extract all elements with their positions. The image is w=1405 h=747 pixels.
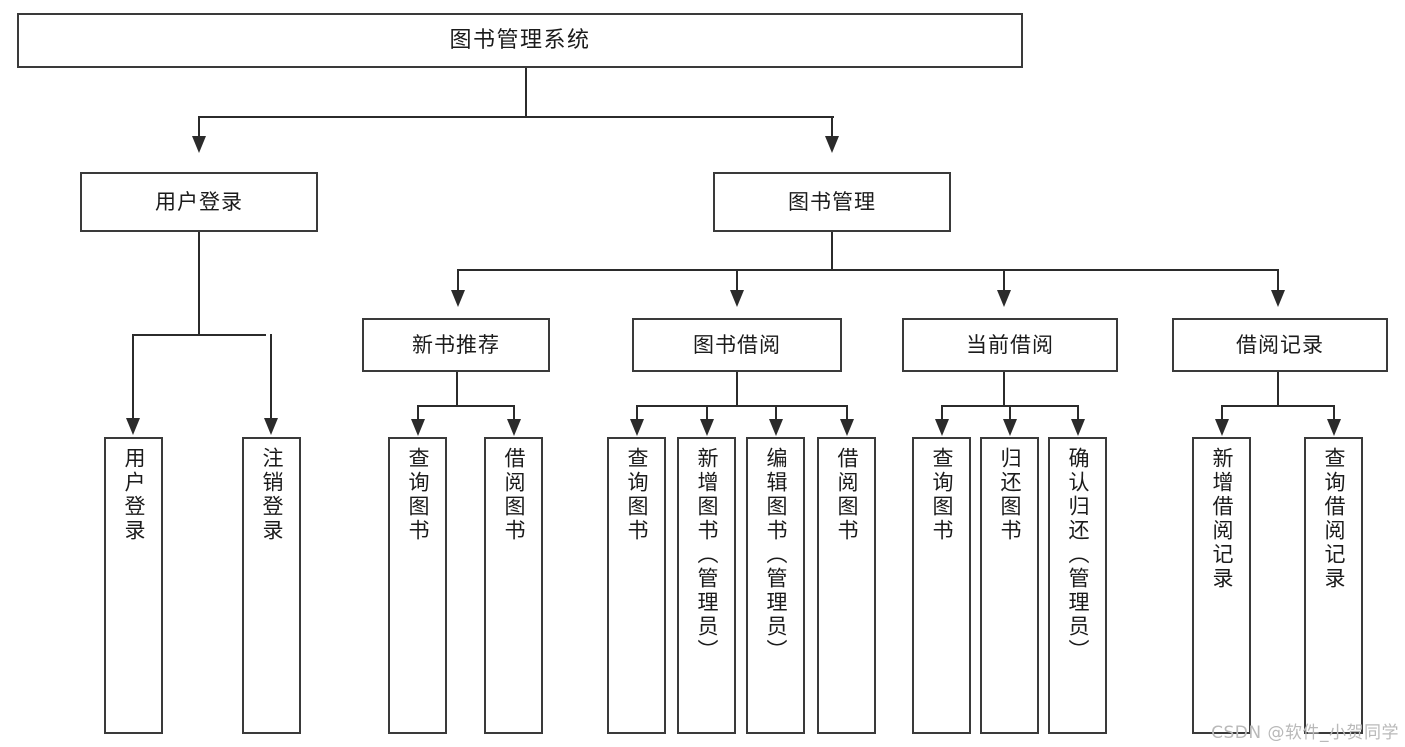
node-label: 借阅图书	[835, 447, 859, 543]
connector-borrow-record-bar	[1221, 405, 1335, 407]
arrow-down-icon	[411, 419, 425, 436]
node-label: 查询图书	[930, 447, 954, 543]
node-label: 图书管理系统	[449, 27, 591, 53]
node-label: 用户登录	[122, 447, 146, 543]
arrow-down-icon	[1071, 419, 1085, 436]
connector-book-borrow-stem	[736, 372, 738, 407]
arrow-down-icon	[507, 419, 521, 436]
connector-book-borrow-drop-3	[775, 405, 777, 421]
arrow-down-icon	[840, 419, 854, 436]
arrow-down-icon	[1271, 290, 1285, 307]
connector-current-borrow-drop-3	[1077, 405, 1079, 421]
node-label: 当前借阅	[966, 332, 1054, 357]
arrow-down-icon	[730, 290, 744, 307]
leaf-borrow-book-new[interactable]: 借阅图书	[484, 437, 543, 734]
leaf-confirm-return-admin[interactable]: 确认归还（管理员）	[1048, 437, 1107, 734]
arrow-down-icon	[264, 418, 278, 435]
connector-current-borrow-drop-2	[1009, 405, 1011, 421]
arrow-down-icon	[935, 419, 949, 436]
arrow-down-icon	[825, 136, 839, 153]
connector-book-borrow-drop-1	[636, 405, 638, 421]
node-label: 借阅记录	[1236, 332, 1324, 357]
node-label: 借阅图书	[502, 447, 526, 543]
node-current-borrow[interactable]: 当前借阅	[902, 318, 1118, 372]
arrow-down-icon	[126, 418, 140, 435]
connector-root-drop-1	[198, 116, 200, 139]
node-book-management[interactable]: 图书管理	[713, 172, 951, 232]
leaf-return-book[interactable]: 归还图书	[980, 437, 1039, 734]
connector-root-drop-2	[831, 116, 833, 139]
node-label: 注销登录	[260, 447, 284, 543]
arrow-down-icon	[1327, 419, 1341, 436]
connector-book-mgmt-drop-3	[1003, 269, 1005, 292]
connector-root-bar	[198, 116, 834, 118]
connector-book-mgmt-drop-2	[736, 269, 738, 292]
connector-new-book-stem	[456, 372, 458, 407]
arrow-down-icon	[1003, 419, 1017, 436]
leaf-user-login[interactable]: 用户登录	[104, 437, 163, 734]
node-label: 新增图书（管理员）	[695, 447, 719, 663]
node-label: 查询图书	[625, 447, 649, 543]
node-label: 图书借阅	[693, 332, 781, 357]
connector-borrow-record-drop-2	[1333, 405, 1335, 421]
arrow-down-icon	[700, 419, 714, 436]
leaf-query-borrow-record[interactable]: 查询借阅记录	[1304, 437, 1363, 734]
leaf-borrow-book[interactable]: 借阅图书	[817, 437, 876, 734]
leaf-add-borrow-record[interactable]: 新增借阅记录	[1192, 437, 1251, 734]
node-book-borrow[interactable]: 图书借阅	[632, 318, 842, 372]
connector-book-mgmt-drop-1	[457, 269, 459, 292]
connector-book-mgmt-stem	[831, 232, 833, 271]
connector-current-borrow-stem	[1003, 372, 1005, 407]
connector-user-login-bar	[132, 334, 266, 336]
connector-book-mgmt-drop-4	[1277, 269, 1279, 292]
node-borrow-record[interactable]: 借阅记录	[1172, 318, 1388, 372]
node-label: 归还图书	[998, 447, 1022, 543]
connector-book-borrow-bar	[636, 405, 848, 407]
leaf-logout[interactable]: 注销登录	[242, 437, 301, 734]
connector-user-login-stem	[198, 232, 200, 335]
node-root-system[interactable]: 图书管理系统	[17, 13, 1023, 68]
arrow-down-icon	[192, 136, 206, 153]
connector-borrow-record-stem	[1277, 372, 1279, 407]
connector-new-book-bar	[417, 405, 514, 407]
node-label: 编辑图书（管理员）	[764, 447, 788, 663]
connector-new-book-drop-2	[513, 405, 515, 421]
arrow-down-icon	[630, 419, 644, 436]
connector-user-login-drop-1	[132, 334, 134, 420]
node-label: 确认归还（管理员）	[1066, 447, 1090, 663]
connector-new-book-drop-1	[417, 405, 419, 421]
node-label: 新书推荐	[412, 332, 500, 357]
node-label: 新增借阅记录	[1210, 447, 1234, 591]
arrow-down-icon	[997, 290, 1011, 307]
node-label: 查询借阅记录	[1322, 447, 1346, 591]
node-user-login[interactable]: 用户登录	[80, 172, 318, 232]
node-label: 图书管理	[788, 189, 876, 214]
arrow-down-icon	[1215, 419, 1229, 436]
connector-borrow-record-drop-1	[1221, 405, 1223, 421]
connector-book-borrow-drop-4	[846, 405, 848, 421]
connector-user-login-drop-2	[270, 334, 272, 420]
arrow-down-icon	[769, 419, 783, 436]
node-new-book-recommend[interactable]: 新书推荐	[362, 318, 550, 372]
node-label: 查询图书	[406, 447, 430, 543]
connector-root-stem	[525, 68, 527, 117]
leaf-query-book-new[interactable]: 查询图书	[388, 437, 447, 734]
leaf-add-book-admin[interactable]: 新增图书（管理员）	[677, 437, 736, 734]
node-label: 用户登录	[155, 189, 243, 214]
connector-book-mgmt-bar	[457, 269, 1279, 271]
connector-book-borrow-drop-2	[706, 405, 708, 421]
leaf-query-book-current[interactable]: 查询图书	[912, 437, 971, 734]
arrow-down-icon	[451, 290, 465, 307]
csdn-watermark: CSDN @软件_小贺同学	[1211, 723, 1399, 743]
leaf-edit-book-admin[interactable]: 编辑图书（管理员）	[746, 437, 805, 734]
leaf-query-book-borrow[interactable]: 查询图书	[607, 437, 666, 734]
connector-current-borrow-drop-1	[941, 405, 943, 421]
